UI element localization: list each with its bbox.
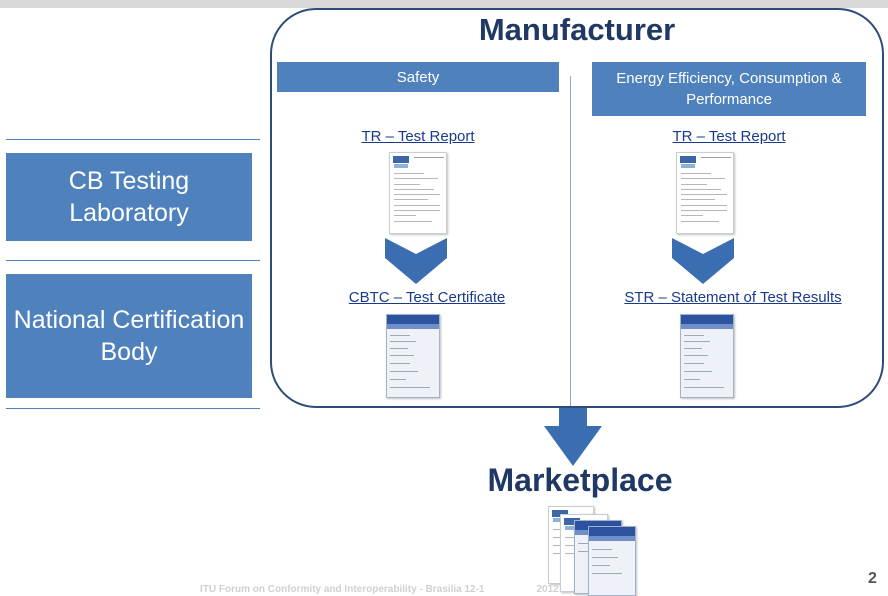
marketplace-title: Marketplace bbox=[487, 462, 673, 498]
energy-test-report-link[interactable]: TR – Test Report bbox=[672, 128, 786, 145]
marketplace-down-arrow-icon bbox=[544, 408, 602, 466]
energy-certificate-thumbnail bbox=[680, 314, 734, 398]
footer-year: 2012 bbox=[536, 584, 559, 595]
safety-test-certificate-link[interactable]: CBTC – Test Certificate bbox=[348, 289, 506, 306]
safety-header: Safety bbox=[277, 62, 559, 92]
column-divider bbox=[570, 76, 571, 406]
energy-down-chevron-icon bbox=[672, 238, 734, 284]
cb-testing-laboratory-box: CB Testing Laboratory bbox=[6, 153, 252, 241]
safety-test-report-thumbnail bbox=[389, 152, 447, 234]
manufacturer-title: Manufacturer bbox=[478, 12, 676, 47]
safety-down-chevron-icon bbox=[385, 238, 447, 284]
top-bar bbox=[0, 0, 888, 8]
sidebar-rule-middle bbox=[6, 260, 260, 261]
safety-test-report-link[interactable]: TR – Test Report bbox=[361, 128, 475, 145]
energy-test-report-thumbnail bbox=[676, 152, 734, 234]
footer-text: ITU Forum on Conformity and Interoperabi… bbox=[200, 584, 690, 595]
sidebar-rule-bottom bbox=[6, 408, 260, 409]
footer-main: ITU Forum on Conformity and Interoperabi… bbox=[200, 584, 485, 595]
safety-certificate-thumbnail bbox=[386, 314, 440, 398]
energy-header: Energy Efficiency, Consumption & Perform… bbox=[592, 62, 866, 116]
sidebar-rule-top bbox=[6, 139, 260, 140]
national-certification-body-box: National Certification Body bbox=[6, 274, 252, 398]
page-number: 2 bbox=[868, 570, 877, 587]
energy-statement-link[interactable]: STR – Statement of Test Results bbox=[624, 289, 842, 306]
